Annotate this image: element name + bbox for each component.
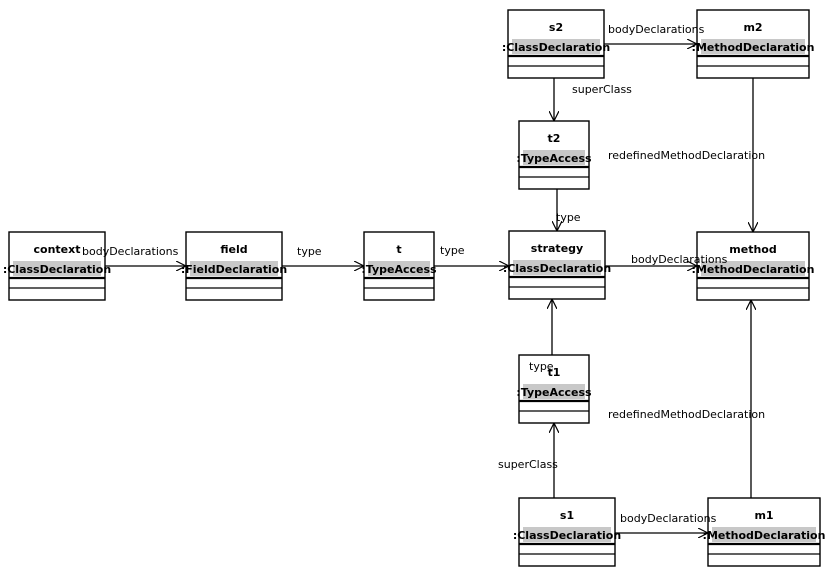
node-s1[interactable]: s1 :ClassDeclaration (513, 497, 621, 567)
node-t-type-band (368, 261, 430, 276)
node-field-type: :FieldDeclaration (181, 263, 287, 276)
node-strategy-name: strategy (531, 242, 583, 255)
node-m1-name: m1 (754, 509, 773, 522)
node-s1-type-band (523, 527, 611, 542)
node-t1-type-band (523, 384, 585, 399)
node-t2[interactable]: t2 :TypeAccess (516, 120, 592, 190)
node-s1-name: s1 (560, 509, 574, 522)
node-s2[interactable]: s2 :ClassDeclaration (502, 9, 610, 79)
node-strategy-type: :ClassDeclaration (503, 262, 611, 275)
node-method[interactable]: method :MethodDeclaration (692, 231, 815, 301)
node-strategy[interactable]: strategy :ClassDeclaration (503, 230, 611, 300)
edge-label-m1-method: redefinedMethodDeclaration (608, 408, 765, 421)
node-method-type: :MethodDeclaration (692, 263, 815, 276)
edge-label-s1-m1: bodyDeclarations (620, 512, 717, 525)
node-t1-name: t1 (548, 366, 561, 379)
node-m2-name: m2 (743, 21, 762, 34)
node-context-name: context (34, 243, 81, 256)
node-m1[interactable]: m1 :MethodDeclaration (703, 497, 826, 567)
edge-label-s2-t2: superClass (572, 83, 632, 96)
node-strategy-type-band (513, 260, 601, 275)
node-context-type: :ClassDeclaration (3, 263, 111, 276)
node-t1-type: :TypeAccess (516, 386, 592, 399)
node-m2-type: :MethodDeclaration (692, 41, 815, 54)
edge-label-t2-strategy: type (556, 211, 581, 224)
node-field-type-band (190, 261, 278, 276)
node-context[interactable]: context :ClassDeclaration (3, 231, 111, 301)
node-t-name: t (396, 243, 401, 256)
edge-label-t1-strategy: type (529, 360, 554, 373)
edge-label-s1-t1: superClass (498, 458, 558, 471)
edge-label-s2-m2: bodyDeclarations (608, 23, 705, 36)
edge-label-strategy-method: bodyDeclarations (631, 253, 728, 266)
node-s2-name: s2 (549, 21, 563, 34)
node-m2[interactable]: m2 :MethodDeclaration (692, 9, 815, 79)
node-s1-type: :ClassDeclaration (513, 529, 621, 542)
edge-label-t-strategy: type (440, 244, 465, 257)
node-method-type-band (701, 261, 805, 276)
edge-label-m2-method: redefinedMethodDeclaration (608, 149, 765, 162)
edge-label-context-field: bodyDeclarations (82, 245, 179, 258)
node-m1-type-band (712, 527, 816, 542)
node-method-name: method (729, 243, 776, 256)
node-t2-name: t2 (548, 132, 561, 145)
node-context-type-band (13, 261, 101, 276)
node-m2-type-band (701, 39, 805, 54)
node-t2-type: :TypeAccess (516, 152, 592, 165)
node-s2-type-band (512, 39, 600, 54)
node-field[interactable]: field :FieldDeclaration (181, 231, 287, 301)
node-t1[interactable]: t1 :TypeAccess (516, 354, 592, 424)
node-t-type: :TypeAccess (361, 263, 437, 276)
node-s2-type: :ClassDeclaration (502, 41, 610, 54)
edge-label-field-t: type (297, 245, 322, 258)
node-m1-type: :MethodDeclaration (703, 529, 826, 542)
node-field-name: field (220, 243, 247, 256)
node-t2-type-band (523, 150, 585, 165)
node-t[interactable]: t :TypeAccess (361, 231, 437, 301)
